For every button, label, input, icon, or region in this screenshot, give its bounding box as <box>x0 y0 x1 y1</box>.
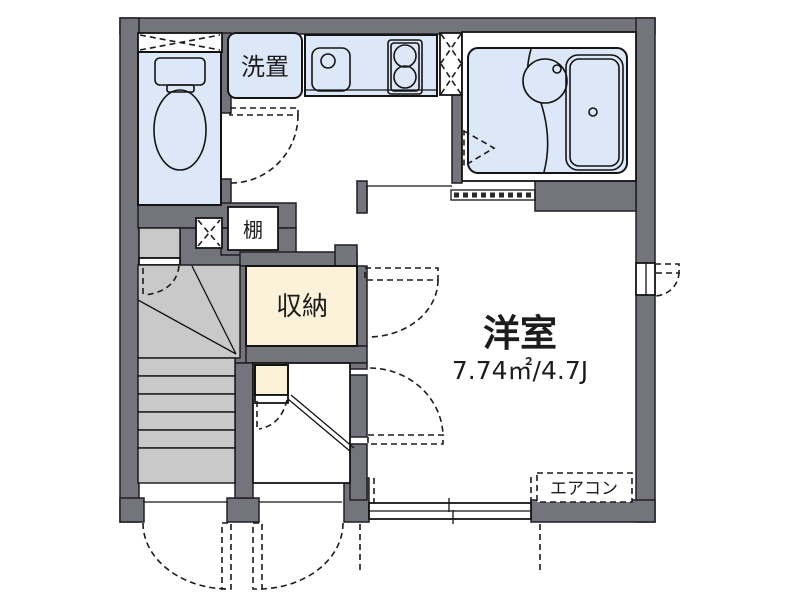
bath-folding-door <box>463 129 496 168</box>
entrance-door-swing-left <box>142 522 230 590</box>
bath-threshold <box>450 189 536 201</box>
washer-label: 洗置 <box>241 53 289 81</box>
room-door-swing <box>367 367 444 445</box>
shelf-area: 棚 <box>195 206 279 251</box>
bath-basin <box>522 58 568 104</box>
kitchen-sink <box>311 47 351 92</box>
entrance-door-panel-right <box>252 522 263 590</box>
kitchen-faucet <box>320 53 336 69</box>
sliding-window <box>368 498 532 524</box>
bath-basin-faucet <box>552 64 562 74</box>
stairs <box>137 227 241 484</box>
stove <box>387 39 423 95</box>
side-window <box>635 262 680 297</box>
stair-door-swing <box>142 265 180 296</box>
washer-area: 洗置 <box>227 32 303 99</box>
room-area-label: 7.74㎡/4.7J <box>452 356 588 385</box>
closet-door-swing <box>364 267 439 338</box>
bathroom <box>450 31 637 201</box>
pipe-space-strip <box>439 32 463 96</box>
entrance-inner-door-swing <box>256 399 288 430</box>
entrance-doors <box>142 501 541 590</box>
toilet-window-hatch <box>139 34 221 51</box>
room-name-label: 洋室 <box>483 312 557 355</box>
toilet-door-swing <box>229 107 299 184</box>
toilet-fixture <box>153 57 207 171</box>
shelf-label: 棚 <box>243 218 263 242</box>
entrance-door-swing-right <box>257 522 344 590</box>
aircon-label: エアコン <box>550 479 618 499</box>
closet: 収納 <box>245 265 358 347</box>
aircon-box: エアコン <box>373 472 633 505</box>
western-room: 洋室 7.74㎡/4.7J エアコン <box>364 185 680 524</box>
toilet-room <box>137 32 299 206</box>
entrance-door-panel-left <box>221 522 232 590</box>
closet-label: 収納 <box>276 292 328 322</box>
entrance-room <box>252 362 355 484</box>
bathtub <box>565 54 624 171</box>
kitchen-counter <box>304 34 438 97</box>
entrance-storage <box>254 364 289 396</box>
